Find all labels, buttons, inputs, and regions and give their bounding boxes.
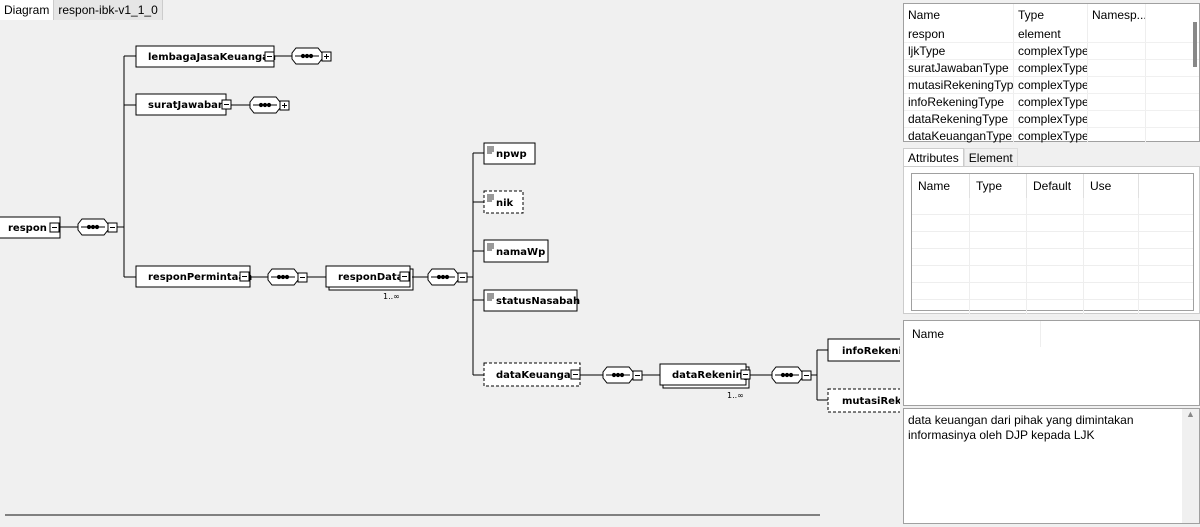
cell-namespace xyxy=(1088,43,1146,59)
node-label: nik xyxy=(496,198,514,209)
grid-row xyxy=(912,300,1193,317)
node-nik[interactable]: nik xyxy=(483,190,524,214)
cell-type: complexType xyxy=(1014,111,1088,127)
cardinality-label: 1..∞ xyxy=(727,391,744,400)
name-panel: Name xyxy=(903,320,1200,406)
attributes-grid: Name Type Default Use xyxy=(911,173,1194,317)
node-label: respon xyxy=(8,223,47,234)
node-label: suratJawaban xyxy=(148,100,225,111)
grid-row xyxy=(912,215,1193,232)
node-suratJawaban[interactable]: suratJawaban xyxy=(135,93,232,116)
document-tabs: Diagram respon-ibk-v1_1_0 xyxy=(0,0,163,20)
cell-name: suratJawabanType xyxy=(904,60,1014,76)
node-namaWp[interactable]: namaWp xyxy=(483,239,549,263)
cell-type: complexType xyxy=(1014,77,1088,93)
node-npwp[interactable]: npwp xyxy=(483,142,536,165)
vertical-scrollbar[interactable] xyxy=(1193,22,1197,67)
node-mutasiRekening[interactable]: mutasiReke xyxy=(827,388,909,413)
grid-row xyxy=(912,232,1193,249)
sequence-compositor-collapsed[interactable] xyxy=(291,47,332,65)
cell-namespace xyxy=(1088,26,1146,42)
node-responPermintaan[interactable]: responPermintaan xyxy=(135,265,252,288)
cell-type: complexType xyxy=(1014,43,1088,59)
node-responData[interactable]: responData xyxy=(325,265,414,291)
column-header-name[interactable]: Name xyxy=(904,4,1014,26)
grid-row xyxy=(912,266,1193,283)
column-header-name[interactable]: Name xyxy=(912,174,970,198)
grid-row xyxy=(912,249,1193,266)
sequence-compositor-collapsed[interactable] xyxy=(249,96,290,114)
tab-schema-source[interactable]: respon-ibk-v1_1_0 xyxy=(54,0,163,20)
cell-type: element xyxy=(1014,26,1088,42)
grid-row xyxy=(912,198,1193,215)
node-label: lembagaJasaKeuangan xyxy=(148,52,276,63)
cell-namespace xyxy=(1088,111,1146,127)
sequence-compositor[interactable] xyxy=(267,268,308,286)
cell-type: complexType xyxy=(1014,128,1088,144)
cell-name: dataRekeningType xyxy=(904,111,1014,127)
table-header: Name Type Namesp... xyxy=(904,4,1199,26)
node-label: dataKeuangan xyxy=(496,370,578,381)
node-label: dataRekening xyxy=(672,370,750,381)
node-label: namaWp xyxy=(496,247,545,258)
node-label: infoRekenin xyxy=(842,346,900,357)
tab-element[interactable]: Element xyxy=(963,148,1018,168)
cell-name: respon xyxy=(904,26,1014,42)
tab-attributes[interactable]: Attributes xyxy=(903,148,964,168)
cell-name: mutasiRekeningType xyxy=(904,77,1014,93)
node-respon[interactable]: respon xyxy=(0,216,61,239)
node-dataKeuangan[interactable]: dataKeuangan xyxy=(483,362,581,387)
cell-namespace xyxy=(1088,60,1146,76)
documentation-panel: data keuangan dari pihak yang dimintakan… xyxy=(903,408,1200,524)
cell-name: dataKeuanganType xyxy=(904,128,1014,144)
column-header-namespace[interactable]: Namesp... xyxy=(1088,4,1146,26)
column-header-name: Name xyxy=(904,321,1041,347)
element-description: data keuangan dari pihak yang dimintakan… xyxy=(908,413,1134,442)
node-lembagaJasaKeuangan[interactable]: lembagaJasaKeuangan xyxy=(135,45,276,68)
node-infoRekening[interactable]: infoRekenin xyxy=(827,338,909,362)
node-statusNasabah[interactable]: statusNasabah xyxy=(483,289,580,312)
sequence-compositor[interactable] xyxy=(427,268,468,286)
cardinality-label: 1..∞ xyxy=(383,292,400,301)
node-dataRekening[interactable]: dataRekening xyxy=(659,363,751,389)
column-header-type[interactable]: Type xyxy=(1014,4,1088,26)
node-label: mutasiReke xyxy=(842,396,900,407)
grid-row xyxy=(912,283,1193,300)
cell-namespace xyxy=(1088,77,1146,93)
node-label: responData xyxy=(338,272,403,283)
cell-name: infoRekeningType xyxy=(904,94,1014,110)
scroll-up-icon[interactable]: ▲ xyxy=(1186,409,1195,419)
column-header-use[interactable]: Use xyxy=(1084,174,1139,198)
schema-diagram[interactable]: respon lembagaJasaKeuangan suratJawaban … xyxy=(0,20,909,524)
cell-namespace xyxy=(1088,128,1146,144)
column-header-type[interactable]: Type xyxy=(970,174,1027,198)
sequence-compositor[interactable] xyxy=(602,366,643,384)
attributes-panel: Name Type Default Use xyxy=(903,166,1200,317)
tab-diagram[interactable]: Diagram xyxy=(0,0,55,20)
sequence-compositor[interactable] xyxy=(771,366,812,384)
sequence-compositor[interactable] xyxy=(77,218,118,236)
column-header-default[interactable]: Default xyxy=(1027,174,1084,198)
cell-type: complexType xyxy=(1014,94,1088,110)
cell-namespace xyxy=(1088,94,1146,110)
description-scrollbar[interactable]: ▲ xyxy=(1182,409,1199,523)
node-label: statusNasabah xyxy=(496,296,580,307)
cell-name: ljkType xyxy=(904,43,1014,59)
node-label: npwp xyxy=(496,149,527,160)
detail-tabs: Attributes Element xyxy=(903,148,1018,168)
cell-type: complexType xyxy=(1014,60,1088,76)
node-label: responPermintaan xyxy=(148,272,252,283)
